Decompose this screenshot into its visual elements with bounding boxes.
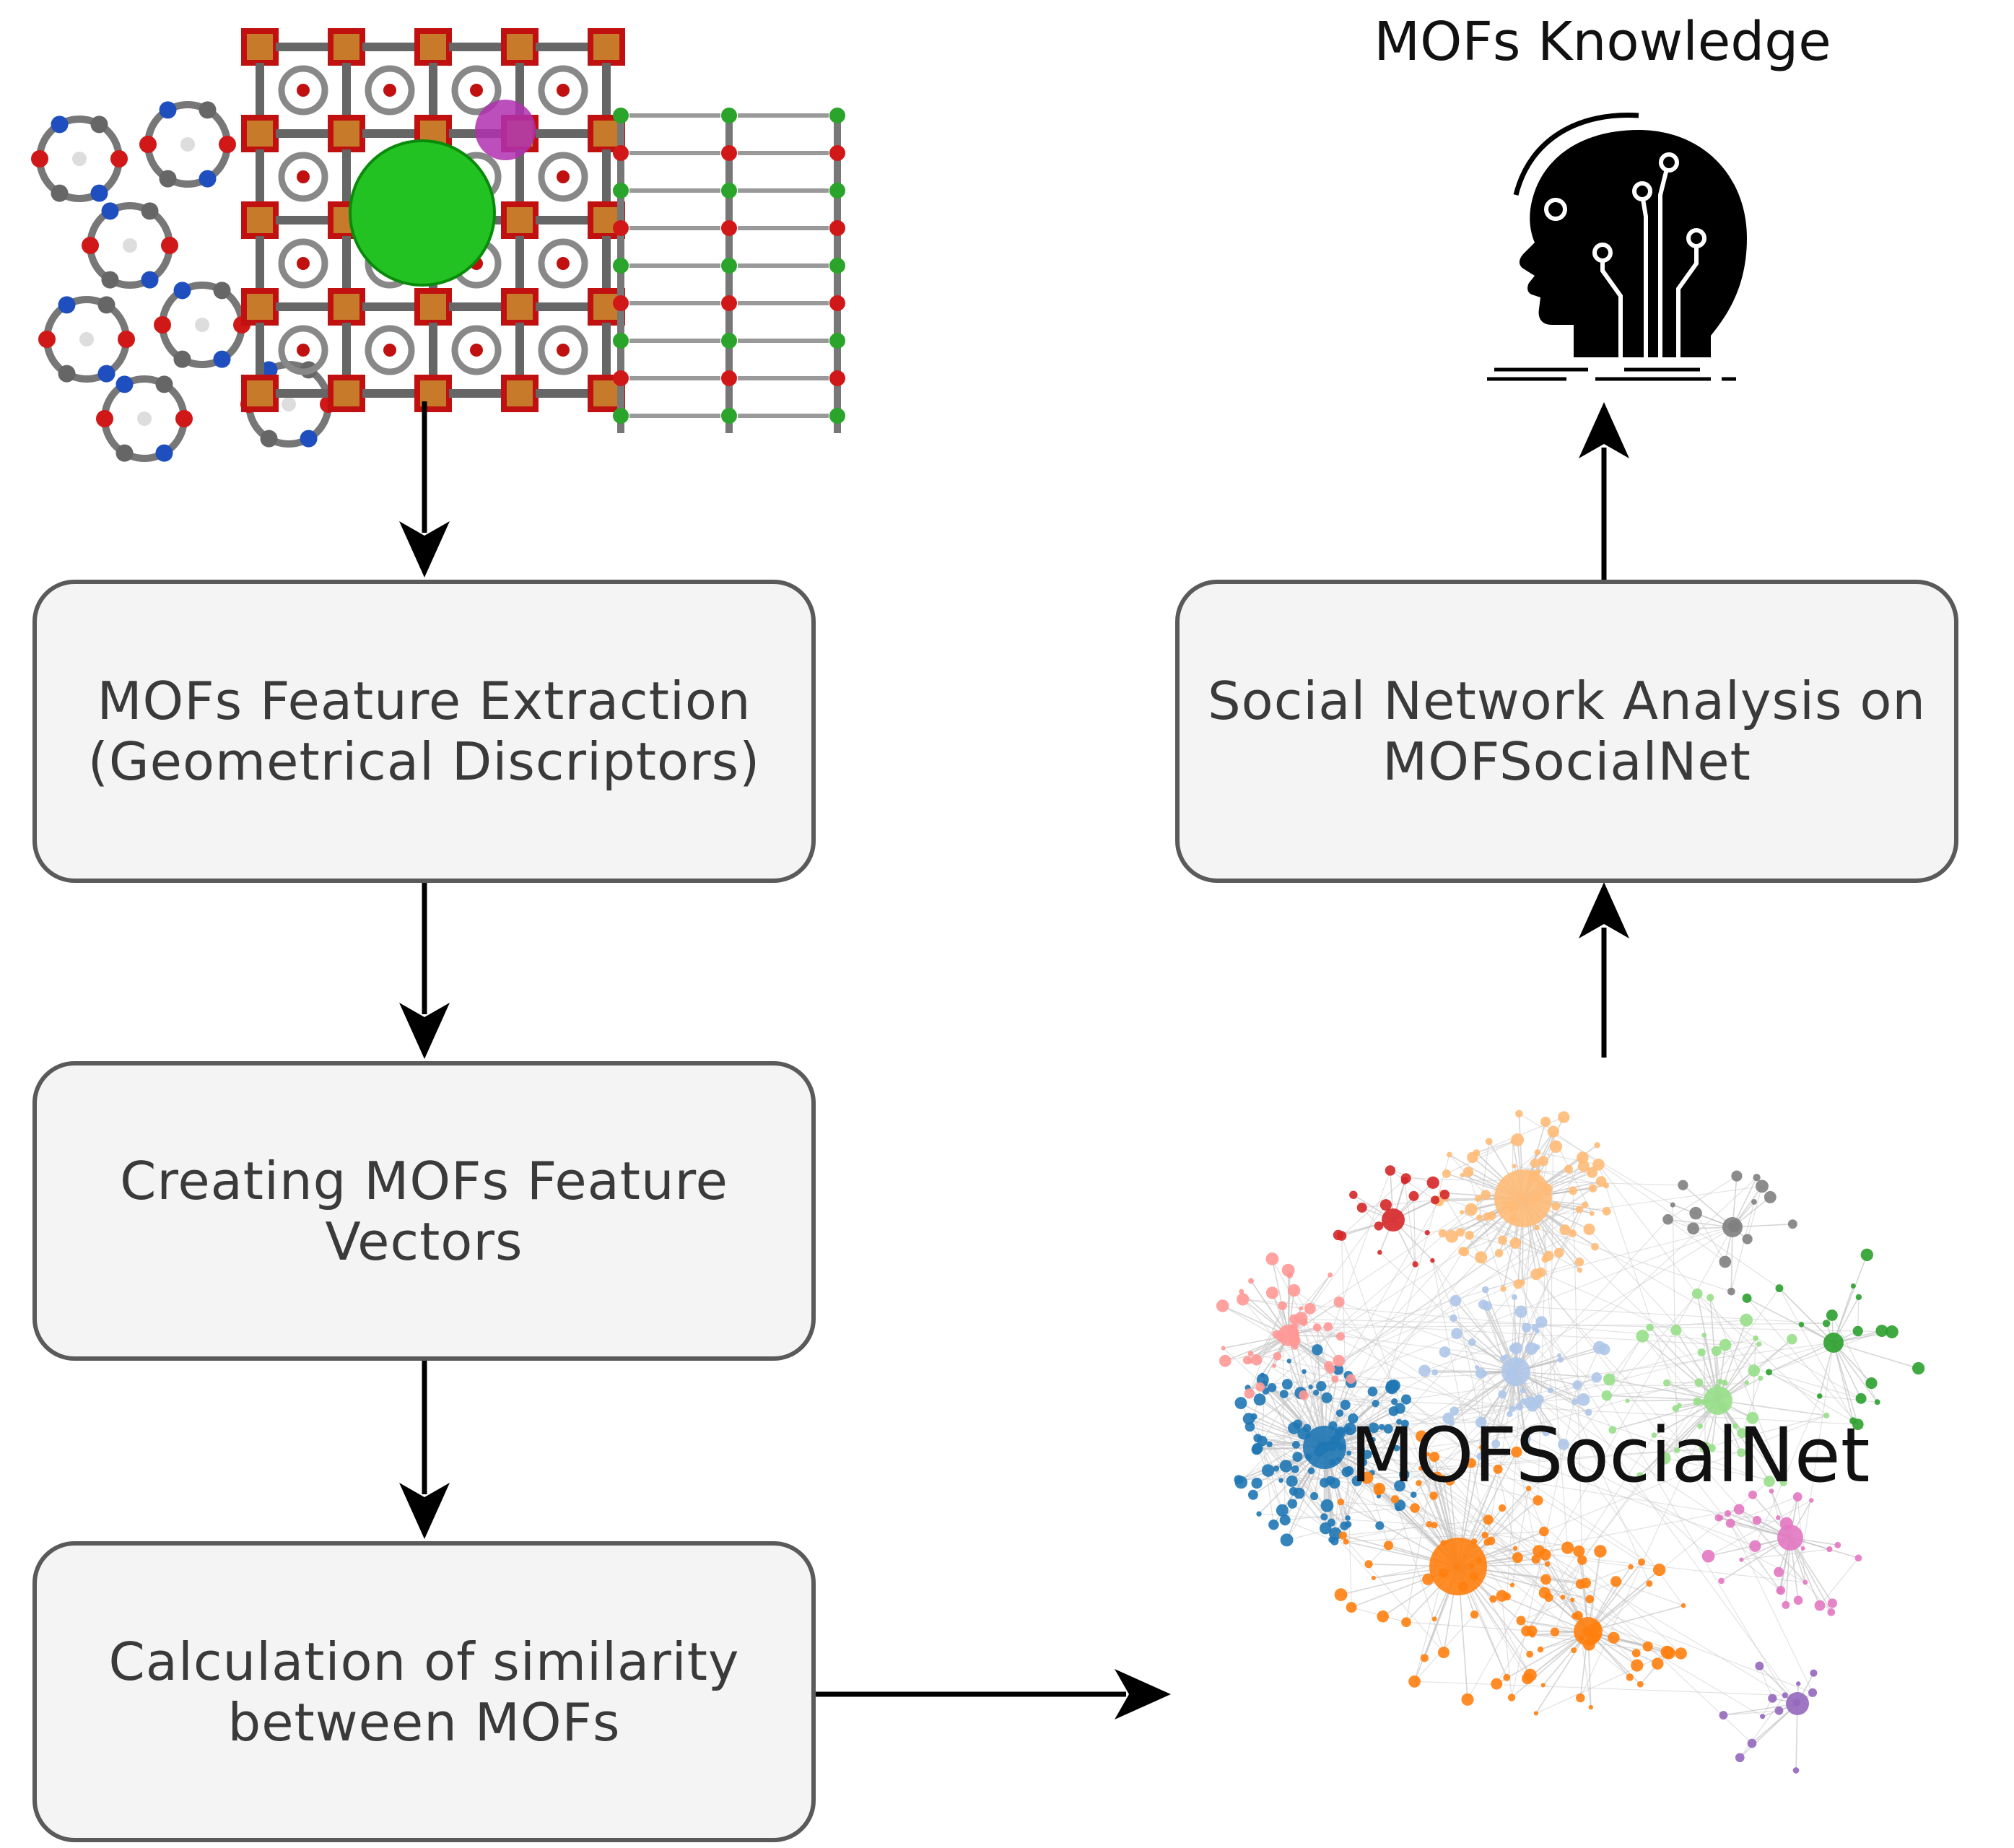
step-feature-extraction-label: MOFs Feature Extraction (Geometrical Dis… [87,671,761,792]
step-similarity-label: Calculation of similarity between MOFs [108,1631,740,1753]
step-similarity: Calculation of similarity between MOFs [32,1541,816,1842]
arrow-extraction-to-vectors [399,883,450,1059]
arrow-similarity-to-network [816,1669,1171,1720]
step-feature-vectors-label: Creating MOFs Feature Vectors [120,1150,728,1272]
step-social-network-analysis-label: Social Network Analysis on MOFSocialNet [1207,671,1927,792]
arrow-structures-to-extraction [399,401,450,578]
arrow-sna-to-knowledge [1579,402,1629,580]
arrow-vectors-to-similarity [399,1361,450,1539]
step-feature-extraction: MOFs Feature Extraction (Geometrical Dis… [32,580,816,883]
step-feature-vectors: Creating MOFs Feature Vectors [32,1061,816,1361]
step-social-network-analysis: Social Network Analysis on MOFSocialNet [1175,580,1958,883]
knowledge-title: MOFs Knowledge [1374,11,1831,73]
arrow-network-to-sna [1579,882,1629,1058]
network-label: MOFSocialNet [1350,1411,1870,1499]
